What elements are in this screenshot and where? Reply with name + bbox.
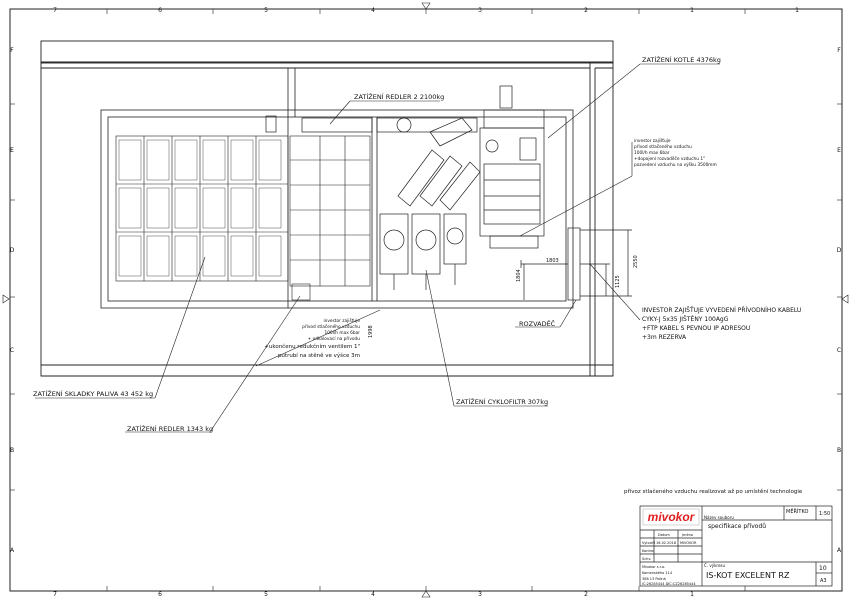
- company-line: IČ:26285444 DIČ:CZ26285444: [642, 581, 696, 586]
- svg-text:+FTP KABEL S PEVNOU IP ADRESOU: +FTP KABEL S PEVNOU IP ADRESOU: [642, 325, 750, 332]
- note-valve: +ukončenu redukčním ventilem 1" putrubí …: [264, 343, 360, 359]
- svg-text:pozvedení vzduchu na výšku 350: pozvedení vzduchu na výšku 3500mm: [634, 161, 717, 168]
- meritko-value: 1:50: [819, 511, 830, 517]
- zone-row: D: [10, 247, 15, 254]
- zone-col: 4: [371, 591, 375, 598]
- svg-text:+3m REZERVA: +3m REZERVA: [642, 334, 687, 341]
- zone-col: 1: [690, 591, 694, 598]
- zone-col: 6: [158, 591, 162, 598]
- title-block: [639, 505, 833, 587]
- label-redler: ZATÍŽENÍ REDLER 1343 kg: [127, 424, 213, 433]
- row-name: MIVOKOR: [680, 541, 697, 545]
- zone-col: 1: [690, 7, 694, 14]
- leader-lines: [35, 63, 720, 433]
- row-label: Kontrol: [642, 549, 654, 553]
- zone-row: A: [837, 547, 842, 554]
- company-line: Mivokor s.r.o.: [642, 565, 665, 569]
- redler-conveyor: [265, 115, 478, 133]
- col-datum: Datum: [658, 533, 670, 537]
- svg-text:mivokor: mivokor: [648, 510, 696, 524]
- row-label: Schv.: [642, 557, 651, 561]
- zone-col: 3: [478, 591, 482, 598]
- svg-text:putrubí na stěně ve výšce 3m: putrubí na stěně ve výšce 3m: [278, 352, 360, 359]
- dim-1125: 1125: [615, 275, 621, 288]
- meritko-label: MĚŘÍTKO: [786, 507, 808, 515]
- zone-row: B: [10, 447, 14, 454]
- zone-col: 6: [158, 7, 162, 14]
- zone-col: 2: [584, 591, 588, 598]
- svg-text:+dopojení rozvaděče vzduchu 1": +dopojení rozvaděče vzduchu 1": [634, 155, 705, 162]
- zone-row: E: [837, 147, 841, 154]
- zone-row: C: [837, 347, 841, 354]
- vykres-label: Č. výkresu: [704, 563, 725, 568]
- zone-col-7: 7: [53, 591, 57, 598]
- label-cyklo: ZATÍŽENÍ CYKLOFILTR 307kg: [456, 397, 548, 406]
- note-investor-left: investor zajišťuje přívod stlačeného vzd…: [302, 317, 360, 342]
- zone-col-7: 7: [53, 7, 57, 14]
- label-rozvadec: ROZVADĚČ: [519, 319, 556, 328]
- label-redler2: ZATÍŽENÍ REDLER 2 2100kg: [354, 92, 444, 101]
- svg-text:investor zajišťuje: investor zajišťuje: [634, 137, 671, 144]
- dim-1803: 1803: [546, 258, 559, 264]
- note-cable: INVESTOR ZAJIŠŤUJE VYVEDENÍ PŘÍVODNÍHO K…: [642, 306, 801, 341]
- boiler: [479, 85, 545, 249]
- zone-row: A: [10, 547, 15, 554]
- zone-col: 4: [371, 7, 375, 14]
- sheet-format: A3: [820, 578, 827, 584]
- zone-row: F: [837, 47, 841, 54]
- nazev-value: specifikace přívodů: [708, 523, 766, 530]
- boiler-room: [100, 68, 574, 309]
- row-date: 16.02.2018: [656, 541, 676, 545]
- note-bottom: přívoz stlačeného vzduchu realizovat až …: [624, 488, 803, 495]
- mivokor-logo: mivokor: [642, 508, 700, 526]
- company-line: 388 13 Poliná: [642, 577, 666, 581]
- zone-ticks: [10, 9, 842, 591]
- cyclofilter: [379, 117, 481, 290]
- col-jmeno: Jméno: [681, 533, 693, 537]
- center-arrow-bottom: [421, 590, 431, 598]
- row-label: Vytvořil: [642, 541, 655, 545]
- zone-col: 5: [264, 7, 268, 14]
- vykres-value: IS-KOT EXCELENT RZ: [706, 571, 790, 580]
- note-investor-air: investor zajišťuje přívod stlačeného vzd…: [634, 137, 717, 168]
- fuel-storage: [115, 135, 371, 301]
- dim-1998: 1998: [368, 325, 374, 338]
- svg-text:přívod stlačeného vzduchu: přívod stlačeného vzduchu: [634, 143, 692, 150]
- label-kotel: ZATÍŽENÍ KOTLE 4376kg: [642, 55, 721, 64]
- building-outline: [40, 40, 614, 377]
- center-arrow-left: [2, 294, 10, 304]
- svg-text:100l/h max 6bar: 100l/h max 6bar: [324, 330, 360, 336]
- sheet-number: 10: [819, 565, 827, 572]
- zone-col: 2: [584, 7, 588, 14]
- zone-col: 5: [264, 591, 268, 598]
- zone-row: D: [837, 247, 842, 254]
- center-arrow-top: [421, 2, 431, 10]
- svg-text:+ odkalovací na přívodu: + odkalovací na přívodu: [308, 335, 361, 342]
- svg-text:investor zajišťuje: investor zajišťuje: [323, 317, 360, 324]
- company-line: Komenského 114: [642, 571, 673, 575]
- zone-row: E: [10, 147, 14, 154]
- svg-text:100l/h max 6bar: 100l/h max 6bar: [634, 150, 670, 156]
- center-arrow-right: [841, 294, 849, 304]
- dim-1804: 1804: [516, 269, 522, 282]
- zone-col: 1: [795, 7, 799, 14]
- dim-2550: 2550: [633, 255, 639, 268]
- zone-row: C: [10, 347, 14, 354]
- switchboard: [520, 227, 632, 301]
- zone-col: 3: [478, 7, 482, 14]
- svg-text:+ukončenu redukčním ventilem 1: +ukončenu redukčním ventilem 1": [264, 343, 360, 350]
- svg-text:CYKY-J 5x35 JIŠTĚNY 100AgG: CYKY-J 5x35 JIŠTĚNY 100AgG: [642, 315, 729, 323]
- svg-text:INVESTOR ZAJIŠŤUJE VYVEDENÍ PŘ: INVESTOR ZAJIŠŤUJE VYVEDENÍ PŘÍVODNÍHO K…: [642, 306, 801, 314]
- nazev-label: Název souboru: [704, 515, 734, 520]
- zone-row: B: [837, 447, 841, 454]
- zone-row: F: [10, 47, 14, 54]
- svg-text:přívod stlačeného vzduchu: přívod stlačeného vzduchu: [302, 323, 360, 330]
- label-sklad: ZATÍŽENÍ SKLADKY PALIVA 43 452 kg: [33, 389, 153, 398]
